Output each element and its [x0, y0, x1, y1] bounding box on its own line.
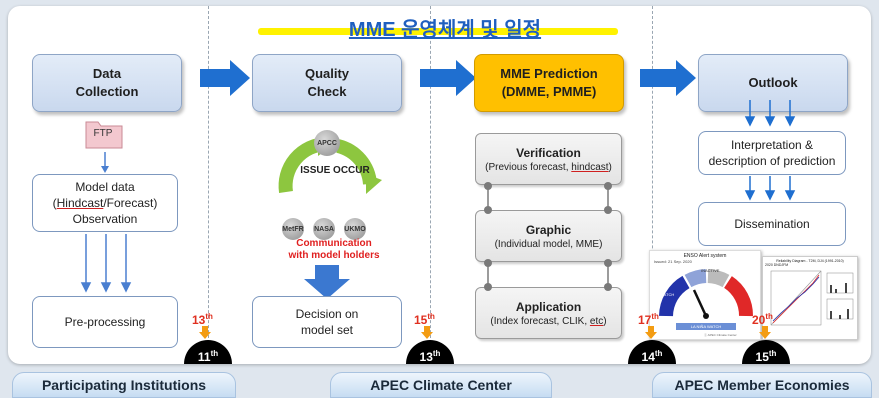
reliability-diagram-thumbnail: Reliability Diagram - T2M, DJ4 (1991-201… [762, 256, 858, 340]
connector-node [604, 283, 612, 291]
mme-prediction-header: MME Prediction (DMME, PMME) [474, 54, 624, 112]
ordinal-suffix: th [654, 349, 663, 358]
enso-title: ENSO Alert system [683, 253, 727, 259]
application-sub-end: ) [603, 316, 607, 327]
connector-node [484, 206, 492, 214]
preprocessing-box: Pre-processing [32, 296, 178, 348]
flow-arrow [420, 60, 476, 96]
ordinal-suffix: th [765, 312, 773, 321]
diagram-title: MME 운영체계 및 일정 [290, 13, 600, 42]
apcc-node: APCC [314, 130, 340, 156]
schedule-day-text: 13 [419, 350, 433, 364]
schedule-day-text: 14 [641, 350, 655, 364]
schedule-day-text: 15 [755, 350, 769, 364]
connector-node [604, 259, 612, 267]
footer-apcc: APEC Climate Center [330, 372, 552, 398]
model-data-line: Model data [75, 180, 135, 194]
enso-alert-thumbnail: ENSO Alert system Issued: 21 Sep. 2020 W… [649, 250, 761, 340]
enso-status: LA NIÑA WATCH [676, 323, 736, 330]
arrow-down-icon [101, 152, 109, 173]
footer-participating: Participating Institutions [12, 372, 236, 398]
gauge-inactive-label: INACTIVE [701, 268, 720, 273]
application-box: Application (Index forecast, CLIK, etc) [475, 287, 622, 339]
issue-occur-label: ISSUE OCCUR [300, 165, 370, 176]
outlook-header: Outlook [698, 54, 848, 112]
arrow-down-icon [304, 265, 350, 299]
connector-node [484, 182, 492, 190]
ftp-label: FTP [93, 128, 113, 139]
arrows-down-group [744, 176, 796, 201]
due-date-text: 20 [752, 313, 766, 327]
ordinal-suffix: th [432, 349, 441, 358]
graphic-box: Graphic (Individual model, MME) [475, 210, 622, 262]
due-date-text: 13 [192, 313, 206, 327]
reliability-title: Reliability Diagram - T2M, DJ4 (1991-201… [776, 259, 844, 263]
due-date-label: 13th [192, 312, 213, 327]
ordinal-suffix: th [768, 349, 777, 358]
graphic-sub: (Individual model, MME) [494, 239, 603, 250]
data-collection-header: Data Collection [32, 54, 182, 112]
enso-issued: Issued: 21 Sep. 2020 [654, 259, 692, 264]
model-data-box: Model data (Hindcast/Forecast) Observati… [32, 174, 178, 232]
application-etc: etc [589, 316, 604, 327]
due-date-text: 17 [638, 313, 652, 327]
enso-credit: ⓒ APEC Climate Center [704, 333, 737, 337]
arrow-down-icon [421, 326, 433, 339]
schedule-day-text: 11 [197, 350, 211, 364]
divider-line [208, 6, 209, 358]
gauge-icon: WATCH INACTIVE [659, 268, 753, 319]
verification-title: Verification [516, 146, 581, 160]
application-sub: (Index forecast, CLIK, etc) [476, 316, 621, 327]
quality-check-header: Quality Check [252, 54, 402, 112]
flow-arrow [640, 60, 696, 96]
model-data-line: (Hindcast/Forecast) [52, 196, 158, 210]
arrow-down-icon [199, 326, 211, 339]
arrow-down-icon [645, 326, 657, 339]
interpretation-box: Interpretation & description of predicti… [698, 131, 846, 175]
footer-member-economies: APEC Member Economies [652, 372, 872, 398]
connector-node [604, 182, 612, 190]
due-date-text: 15 [414, 313, 428, 327]
dissemination-box: Dissemination [698, 202, 846, 246]
connector-node [484, 259, 492, 267]
arrows-down-group [744, 100, 796, 127]
observation-text: Observation [72, 212, 138, 226]
metfr-node: MetFR [282, 218, 304, 240]
folder-icon [85, 121, 123, 149]
title-text: MME 운영체계 및 일정 [348, 19, 542, 41]
decision-box: Decision on model set [252, 296, 402, 348]
hindcast-text: Hindcast [56, 196, 104, 210]
connector-node [484, 283, 492, 291]
flow-arrow [200, 60, 250, 96]
arrows-down-group [80, 234, 132, 293]
verification-sub: (Previous forecast, hindcast) [476, 162, 621, 173]
verification-sub-end: ) [608, 162, 612, 173]
graphic-title: Graphic [525, 223, 572, 237]
arrow-down-icon [759, 326, 771, 339]
ordinal-suffix: th [205, 312, 213, 321]
ordinal-suffix: th [427, 312, 435, 321]
reliability-label: 2020 DNDJFM [765, 263, 789, 267]
due-date-label: 17th [638, 312, 659, 327]
title-highlight [258, 28, 618, 35]
nasa-node: NASA [313, 218, 335, 240]
divider-line [430, 6, 431, 358]
gauge-watch-label: WATCH [660, 292, 674, 297]
ukmo-node: UKMO [344, 218, 366, 240]
verification-box: Verification (Previous forecast, hindcas… [475, 133, 622, 185]
application-sub-text: (Index forecast, CLIK, [490, 316, 590, 327]
application-title: Application [515, 300, 582, 314]
verification-hindcast: hindcast [571, 162, 609, 173]
reliability-chart-icon [770, 270, 854, 326]
due-date-label: 15th [414, 312, 435, 327]
ordinal-suffix: th [651, 312, 659, 321]
forecast-text: /Forecast) [103, 196, 158, 210]
communication-label: Communication with model holders [288, 238, 380, 261]
ordinal-suffix: th [210, 349, 219, 358]
due-date-label: 20th [752, 312, 773, 327]
connector-node [604, 206, 612, 214]
divider-line [652, 6, 653, 358]
verification-sub-text: (Previous forecast, [485, 162, 572, 173]
